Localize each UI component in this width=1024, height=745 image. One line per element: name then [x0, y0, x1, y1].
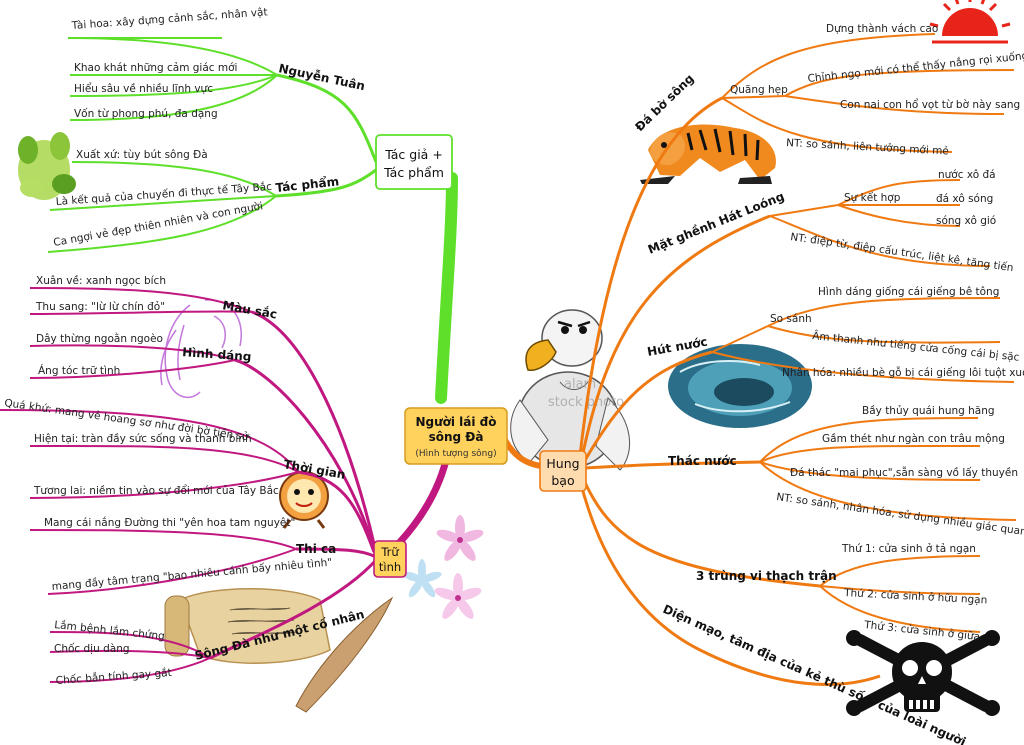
- leaf-da-bo-4[interactable]: NT: so sánh, liên tưởng mới mẻ: [786, 137, 949, 158]
- leaf-trung-vi-3[interactable]: Thứ 3: cửa sinh ở giữa: [863, 619, 981, 643]
- leaf-da-bo-3[interactable]: Con nai con hổ vọt từ bờ này sang bờ kia: [840, 98, 1024, 111]
- leaf-co-nhan-2[interactable]: Chốc dịu dàng: [54, 643, 130, 655]
- leaf-thac-nuoc-3[interactable]: Đá thác "mai phục",sẵn sàng vồ lấy thuyề…: [790, 466, 1018, 479]
- leaf-trung-vi-1[interactable]: Thứ 1: cửa sinh ở tả ngạn: [841, 543, 976, 555]
- labels-tac-gia: Nguyễn Tuân Tài hoa: xây dựng cảnh sắc, …: [52, 5, 366, 249]
- leaf-mat-ghenh-3[interactable]: sóng xô gió: [936, 215, 996, 227]
- center-title-line1: Người lái đò: [415, 415, 496, 429]
- leaf-hinh-dang-1[interactable]: Dây thừng ngoằn ngoèo: [36, 332, 163, 345]
- leaf-thoi-gian-2[interactable]: Hiện tại: tràn đầy sức sống và thanh bìn…: [34, 433, 252, 445]
- leaf-hinh-dang-2[interactable]: Áng tóc trữ tình: [38, 364, 120, 377]
- leaf-thac-nuoc-1[interactable]: Bầy thủy quái hung hăng: [862, 405, 995, 417]
- leaf-da-bo-1[interactable]: Dựng thành vách cao: [826, 23, 938, 35]
- sun-icon: [929, 0, 1011, 44]
- scroll-quill-image: [164, 588, 394, 713]
- whirlpool-image: [668, 344, 812, 428]
- leaf-hut-nuoc-1[interactable]: Hình dáng giống cái giếng bê tông: [818, 286, 999, 298]
- leaf-co-nhan-1[interactable]: Lắm bệnh lắm chứng: [54, 618, 166, 643]
- hub-tru-tinh-line2: tình: [379, 560, 401, 574]
- leaf-mau-sac-2[interactable]: Thu sang: "lừ lừ chín đỏ": [35, 301, 165, 313]
- leaf-mat-ghenh-2[interactable]: đá xô sóng: [936, 193, 993, 205]
- tiger-image: [640, 124, 776, 184]
- leaf-tac-pham-1[interactable]: Xuất xứ: tùy bút sông Đà: [76, 149, 208, 161]
- leaf-thoi-gian-3[interactable]: Tương lai: niềm tin vào sự đổi mới của T…: [33, 484, 279, 497]
- hub-tac-gia-line2: Tác phẩm: [383, 165, 444, 180]
- hub-tru-tinh[interactable]: Trữ tình: [373, 540, 407, 578]
- branch-hung-bao: [578, 33, 1017, 686]
- leaf-da-bo-2[interactable]: Chỉnh ngọ mới có thể thấy nắng rọi xuống…: [807, 43, 1024, 85]
- leaf-mat-ghenh-4[interactable]: NT: điệp từ, điệp cấu trúc, liệt kê, tăn…: [790, 231, 1015, 274]
- clock-icon: [279, 471, 329, 529]
- hub-hung-bao-line2: bạo: [551, 473, 574, 488]
- center-title-line2: sông Đà: [429, 430, 484, 444]
- leaf-nguyen-tuan-4[interactable]: Vốn từ phong phú, đa dạng: [74, 108, 218, 120]
- hub-tac-gia-line1: Tác giả +: [384, 147, 443, 162]
- node-so-sanh[interactable]: So sánh: [770, 313, 812, 325]
- branch-tru-tinh: [0, 287, 378, 683]
- lily-flowers-image: [402, 515, 484, 619]
- leaf-co-nhan-3[interactable]: Chốc bẳn tính gay gắt: [55, 666, 172, 687]
- node-tac-pham[interactable]: Tác phẩm: [275, 173, 340, 195]
- node-thac-nuoc[interactable]: Thác nước: [668, 454, 737, 468]
- leaf-thi-ca-1[interactable]: Mang cái nắng Đường thi "yên hoa tam ngu…: [44, 516, 295, 529]
- leaf-nguyen-tuan-3[interactable]: Hiểu sâu về nhiều lĩnh vực: [74, 82, 213, 95]
- leaf-mau-sac-1[interactable]: Xuân về: xanh ngọc bích: [36, 275, 166, 287]
- node-thi-ca[interactable]: Thi ca: [296, 542, 336, 556]
- node-mat-ghenh[interactable]: Mặt ghềnh Hát Loóng: [646, 189, 786, 257]
- node-hinh-dang[interactable]: Hình dáng: [182, 345, 252, 364]
- node-su-ket-hop[interactable]: Sự kết hợp: [844, 192, 901, 204]
- green-leaves-image: [18, 132, 76, 200]
- center-subtitle: (Hình tượng sông): [415, 448, 496, 459]
- vulture-image: [510, 309, 631, 471]
- hub-hung-bao-line1: Hung: [546, 456, 579, 471]
- branch-tac-gia: [47, 37, 378, 253]
- center-node[interactable]: Người lái đò sông Đà (Hình tượng sông): [404, 407, 508, 465]
- hub-hung-bao[interactable]: Hung bạo: [539, 450, 587, 492]
- node-trung-vi[interactable]: 3 trùng vi thạch trận: [696, 569, 837, 583]
- leaf-hut-nuoc-3[interactable]: Nhân hóa: nhiều bè gỗ bị cái giếng lôi t…: [782, 366, 1024, 379]
- hub-tac-gia[interactable]: Tác giả + Tác phẩm: [375, 134, 453, 190]
- node-quang-hep[interactable]: Quãng hẹp: [730, 84, 788, 96]
- leaf-trung-vi-2[interactable]: Thứ 2: cửa sinh ở hữu ngạn: [843, 587, 988, 607]
- hub-tru-tinh-line1: Trữ: [380, 545, 399, 559]
- leaf-nguyen-tuan-2[interactable]: Khao khát những cảm giác mới: [74, 62, 237, 74]
- leaf-thi-ca-2[interactable]: mang đầy tâm trạng "bao nhiêu cánh bấy n…: [51, 557, 332, 593]
- leaf-nguyen-tuan-1[interactable]: Tài hoa: xây dựng cảnh sắc, nhân vật: [70, 5, 268, 32]
- skull-crossbones-icon: [846, 630, 1000, 716]
- leaf-thac-nuoc-2[interactable]: Gầm thét như ngàn con trâu mộng: [822, 433, 1005, 445]
- node-mau-sac[interactable]: Màu sắc: [221, 298, 278, 321]
- leaf-mat-ghenh-1[interactable]: nước xô đá: [938, 169, 996, 181]
- main-trunks: [396, 172, 544, 546]
- leaf-thac-nuoc-4[interactable]: NT: so sánh, nhân hóa, sử dụng nhiều giá…: [776, 491, 1024, 538]
- leaf-hut-nuoc-2[interactable]: Âm thanh như tiếng cửa cống cái bị sặc: [812, 329, 1021, 364]
